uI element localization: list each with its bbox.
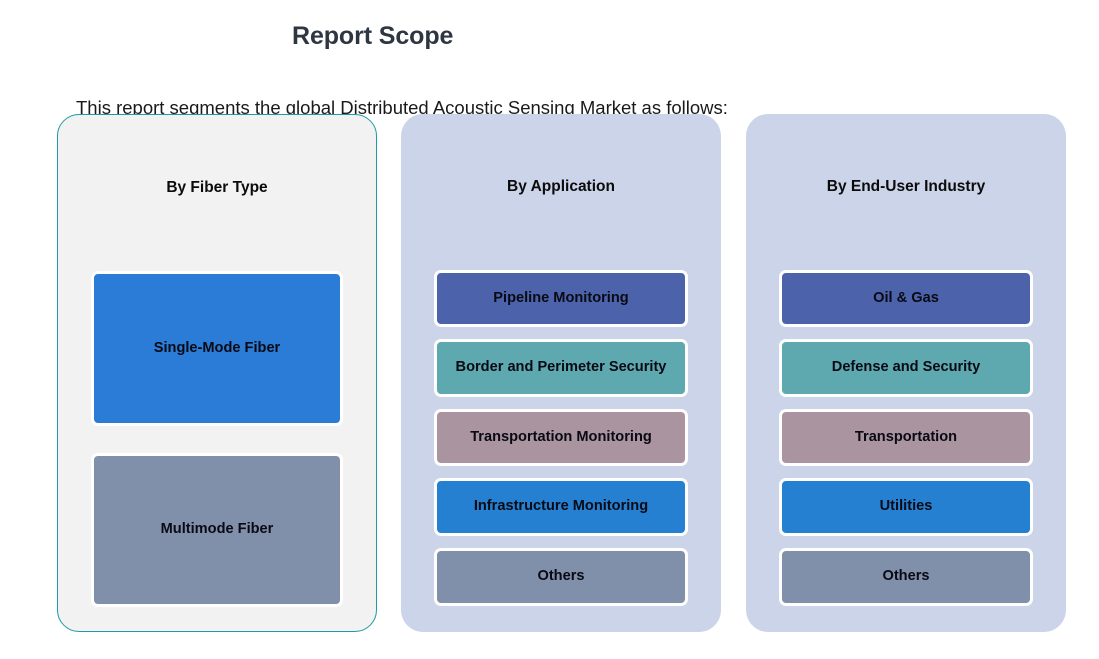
column-title-end-user-industry: By End-User Industry: [826, 178, 986, 195]
segment-box[interactable]: Utilities: [779, 478, 1033, 536]
segment-box-list-end-user-industry: Oil & Gas Defense and Security Transport…: [779, 270, 1033, 606]
segment-box[interactable]: Border and Perimeter Security: [434, 339, 688, 397]
segment-box-label: Oil & Gas: [873, 289, 939, 306]
segment-box-label: Utilities: [879, 498, 933, 515]
segment-box[interactable]: Multimode Fiber: [91, 453, 343, 607]
segment-column-end-user-industry: By End-User Industry Oil & Gas Defense a…: [746, 114, 1066, 632]
segment-box[interactable]: Defense and Security: [779, 339, 1033, 397]
segment-box[interactable]: Pipeline Monitoring: [434, 270, 688, 327]
segment-box-label: Defense and Security: [831, 359, 981, 376]
segment-box-label: Others: [537, 568, 585, 585]
segment-box-label: Single-Mode Fiber: [153, 339, 281, 356]
segment-box-list-application: Pipeline Monitoring Border and Perimeter…: [434, 270, 688, 606]
segment-box[interactable]: Infrastructure Monitoring: [434, 478, 688, 536]
segment-column-fiber-type: By Fiber Type Single-Mode Fiber Multimod…: [57, 114, 377, 632]
segment-box[interactable]: Single-Mode Fiber: [91, 271, 343, 426]
segment-box-label: Pipeline Monitoring: [493, 289, 629, 306]
segment-box[interactable]: Others: [779, 548, 1033, 606]
segment-box-label: Border and Perimeter Security: [455, 359, 667, 376]
column-title-fiber-type: By Fiber Type: [166, 179, 268, 196]
report-subtitle: This report segments the global Distribu…: [76, 96, 728, 118]
segmentation-columns: By Fiber Type Single-Mode Fiber Multimod…: [0, 114, 1099, 633]
segment-box-label: Others: [882, 568, 930, 585]
segment-box[interactable]: Others: [434, 548, 688, 606]
segment-box-list-fiber-type: Single-Mode Fiber Multimode Fiber: [91, 271, 343, 607]
segment-box-label: Transportation: [854, 428, 958, 445]
segment-box[interactable]: Transportation: [779, 409, 1033, 466]
segment-box[interactable]: Oil & Gas: [779, 270, 1033, 327]
segment-box[interactable]: Transportation Monitoring: [434, 409, 688, 466]
segment-box-label: Infrastructure Monitoring: [473, 498, 649, 515]
page-title: Report Scope: [292, 21, 454, 50]
segment-box-label: Transportation Monitoring: [470, 428, 652, 445]
column-title-application: By Application: [507, 178, 615, 195]
segment-box-label: Multimode Fiber: [160, 521, 274, 538]
segment-column-application: By Application Pipeline Monitoring Borde…: [401, 114, 721, 632]
